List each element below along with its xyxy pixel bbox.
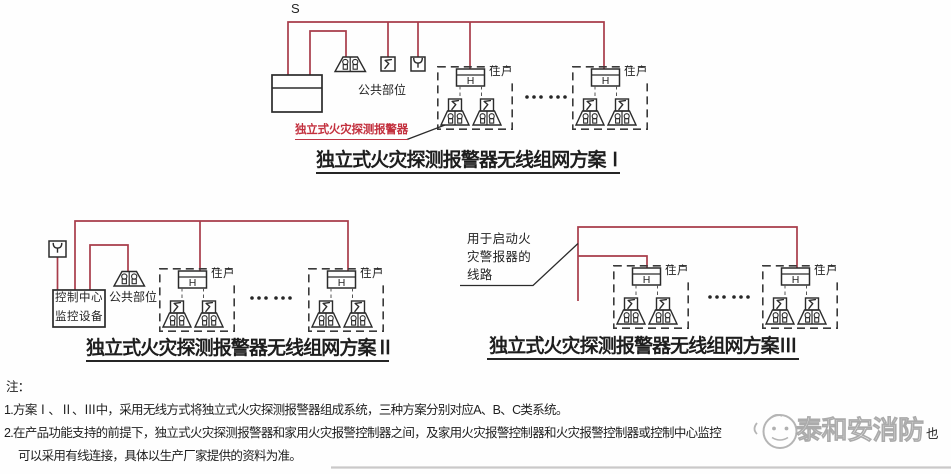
scheme1-wiring — [287, 21, 605, 75]
scheme1-detector-callout: 独立式火灾探测报警器 — [295, 124, 408, 140]
scheme3-title: 独立式火灾探测报警器无线组网方案Ⅲ — [487, 337, 799, 360]
note-item-3: 可以采用有线连接，具体以生产厂家提供的资料为准。 — [18, 448, 302, 463]
scheme3-annotation-line3: 线路 — [467, 268, 493, 282]
scheme3-wiring — [577, 226, 798, 301]
scheme2-ellipsis-dots — [250, 296, 292, 300]
scheme2-antenna-icon — [48, 240, 67, 258]
scheme2-wiring — [56, 220, 349, 290]
scheme2-control-center-box — [52, 289, 106, 328]
scheme3-annotation-line1: 用于启动火 — [467, 232, 532, 246]
scheme2-public-area-label: 公共部位 — [109, 290, 158, 304]
scheme1-household1-panel-label: H — [466, 74, 475, 87]
scheme1-public-sounder-icon — [334, 56, 367, 73]
scheme2-household2-panel-label: H — [337, 276, 346, 289]
scheme1-manual-device-icon — [410, 56, 426, 72]
scheme1-household2-label: 住户 — [622, 66, 650, 79]
scheme2-control-center-label-line1: 控制中心 — [55, 292, 103, 304]
scheme3-household1-label: 住户 — [663, 265, 691, 278]
scheme3-annotation-leader-line — [460, 243, 579, 287]
scheme2-title: 独立式火灾探测报警器无线组网方案Ⅱ — [86, 339, 395, 362]
watermark-mascot-icon — [753, 414, 798, 449]
scheme3-household1-panel-label: H — [642, 273, 651, 286]
scheme3-annotation-line2: 灾警报器的 — [467, 250, 532, 264]
scheme1-title: 独立式火灾探测报警器无线组网方案Ⅰ — [316, 151, 625, 174]
scheme3-household2-label: 住户 — [812, 265, 840, 278]
note-item-1: 1.方案Ⅰ、Ⅱ、Ⅲ中，采用无线方式将独立式火灾探测报警器组成系统，三种方案分别对… — [4, 402, 568, 417]
scheme2-household2-label: 住户 — [358, 268, 386, 281]
watermark-text: 泰和安消防 — [796, 415, 925, 445]
scheme1-callout-leader-line — [406, 124, 446, 141]
scheme2-public-sounder-icon — [113, 270, 146, 287]
scheme1-smoke-detector-icon — [380, 56, 396, 72]
scheme2-household1-label: 住户 — [209, 268, 237, 281]
scheme1-household2-panel-label: H — [601, 74, 610, 87]
scheme2-household1-panel-label: H — [188, 276, 197, 289]
scheme3-household2-panel-label: H — [791, 273, 800, 286]
note-item-2-tail: 也 — [926, 427, 939, 441]
scheme2-control-center-label-line2: 监控设备 — [55, 310, 103, 323]
scheme1-control-unit — [271, 74, 323, 113]
scheme1-household1-label: 住户 — [487, 66, 515, 79]
scheme3-ellipsis-dots — [708, 295, 750, 299]
scheme1-ellipsis-dots — [525, 95, 567, 99]
scheme1-public-area-label: 公共部位 — [358, 83, 407, 97]
notes-heading: 注： — [6, 380, 30, 394]
note-item-2: 2.在产品功能支持的前提下，独立式火灾探测报警器和家用火灾报警控制器之间，及家用… — [4, 426, 722, 440]
scheme1-bus-label: S — [291, 1, 300, 16]
